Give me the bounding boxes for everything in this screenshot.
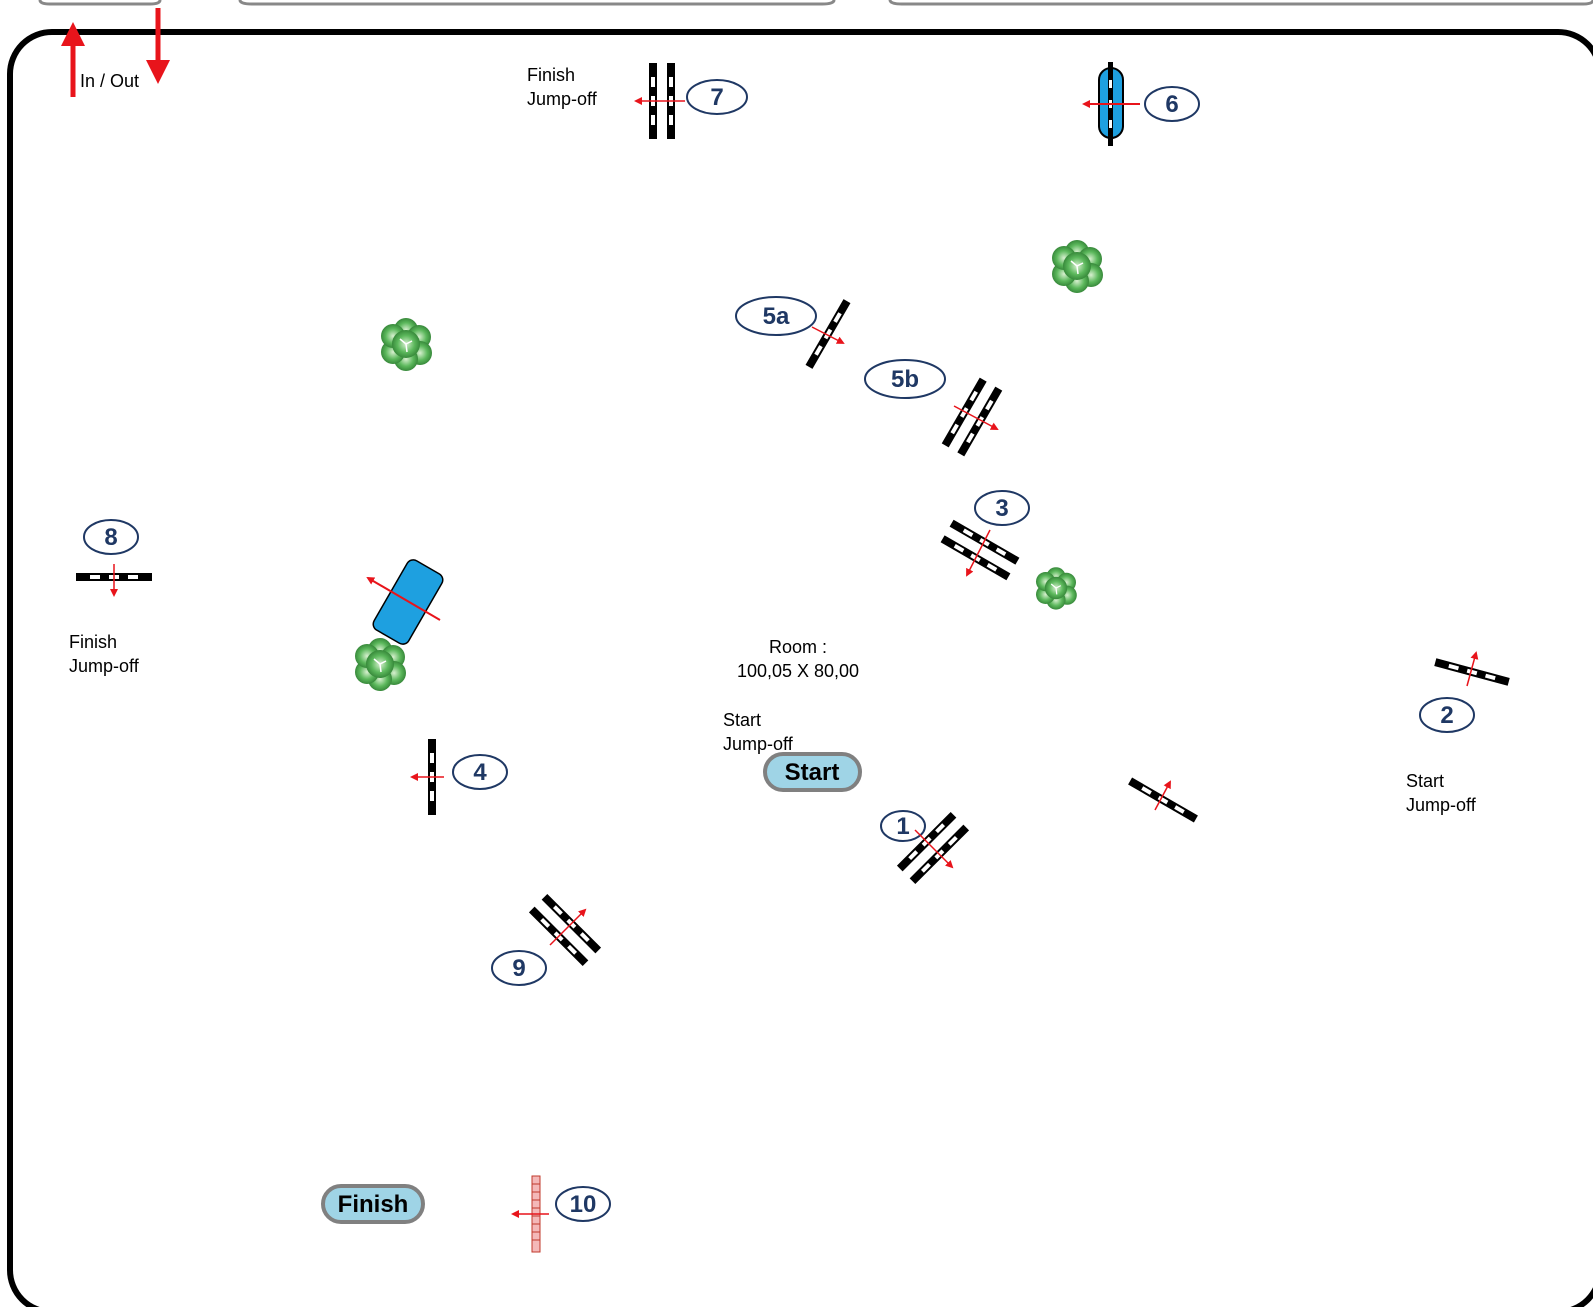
- fence-7-badge: 7: [686, 79, 748, 115]
- fence-5b-icon: [941, 377, 1003, 457]
- finish-jumpoff-top-line2: Jump-off: [527, 89, 598, 109]
- top-tab-left: [38, 0, 162, 6]
- direction-arrow-icon: [1466, 651, 1479, 687]
- fence-7-number: 7: [710, 84, 723, 111]
- direction-arrow-icon: [549, 908, 587, 946]
- top-tab-right: [888, 0, 1593, 6]
- fence-5b-badge: 5b: [864, 359, 946, 399]
- direction-arrow-icon: [914, 829, 954, 869]
- finish-marker: Finish: [321, 1184, 425, 1224]
- start-jumpoff-right-line2: Jump-off: [1406, 795, 1477, 815]
- jumpoff-fence-icon: [1128, 777, 1198, 823]
- tree-icon: [354, 637, 407, 692]
- start-label: Start: [785, 759, 840, 786]
- fence-2-number: 2: [1440, 702, 1453, 729]
- fence-2-icon: [1434, 658, 1510, 686]
- fence-3-number: 3: [995, 495, 1008, 522]
- finish-jumpoff-left-line2: Jump-off: [69, 656, 140, 676]
- start-jumpoff-right-line1: Start: [1406, 771, 1444, 791]
- fence-6-badge: 6: [1144, 86, 1200, 122]
- fence-4-number: 4: [473, 759, 487, 786]
- fence-10-number: 10: [570, 1191, 597, 1218]
- finish-label: Finish: [338, 1191, 409, 1218]
- fence-3-badge: 3: [974, 490, 1030, 526]
- entrance-label: In / Out: [80, 71, 139, 91]
- fence-8-number: 8: [104, 524, 117, 551]
- finish-jumpoff-top-line1: Finish: [527, 65, 575, 85]
- fence-8-badge: 8: [83, 519, 139, 555]
- tree-icon: [1051, 239, 1104, 294]
- room-label: Room :: [769, 637, 827, 657]
- fence-4-badge: 4: [452, 754, 508, 790]
- start-jumpoff-center-line1: Start: [723, 710, 761, 730]
- fence-5b-number: 5b: [891, 366, 919, 393]
- arena-border: [7, 29, 1593, 1307]
- direction-arrow-icon: [1154, 780, 1171, 811]
- direction-arrow-icon: [811, 326, 845, 344]
- fence-9-number: 9: [512, 955, 525, 982]
- fence-6-number: 6: [1165, 91, 1178, 118]
- direction-arrow-icon: [966, 529, 991, 577]
- entrance-arrows-icon: [61, 8, 170, 97]
- start-jumpoff-center-line2: Jump-off: [723, 734, 794, 754]
- fence-5a-number: 5a: [763, 303, 790, 330]
- fence-9-badge: 9: [491, 950, 547, 986]
- tree-icon: [1035, 566, 1078, 611]
- tree-icon: [380, 317, 433, 372]
- fence-1-number: 1: [896, 813, 909, 840]
- room-size: 100,05 X 80,00: [737, 661, 859, 681]
- fence-1-badge: 1: [880, 810, 926, 842]
- fence-5a-badge: 5a: [735, 296, 817, 336]
- direction-arrow-icon: [366, 576, 441, 621]
- fence-10-badge: 10: [555, 1186, 611, 1222]
- fence-2-badge: 2: [1419, 697, 1475, 733]
- direction-arrow-icon: [953, 405, 999, 430]
- top-tab-middle: [238, 0, 836, 6]
- start-marker: Start: [763, 752, 862, 792]
- finish-jumpoff-left-line1: Finish: [69, 632, 117, 652]
